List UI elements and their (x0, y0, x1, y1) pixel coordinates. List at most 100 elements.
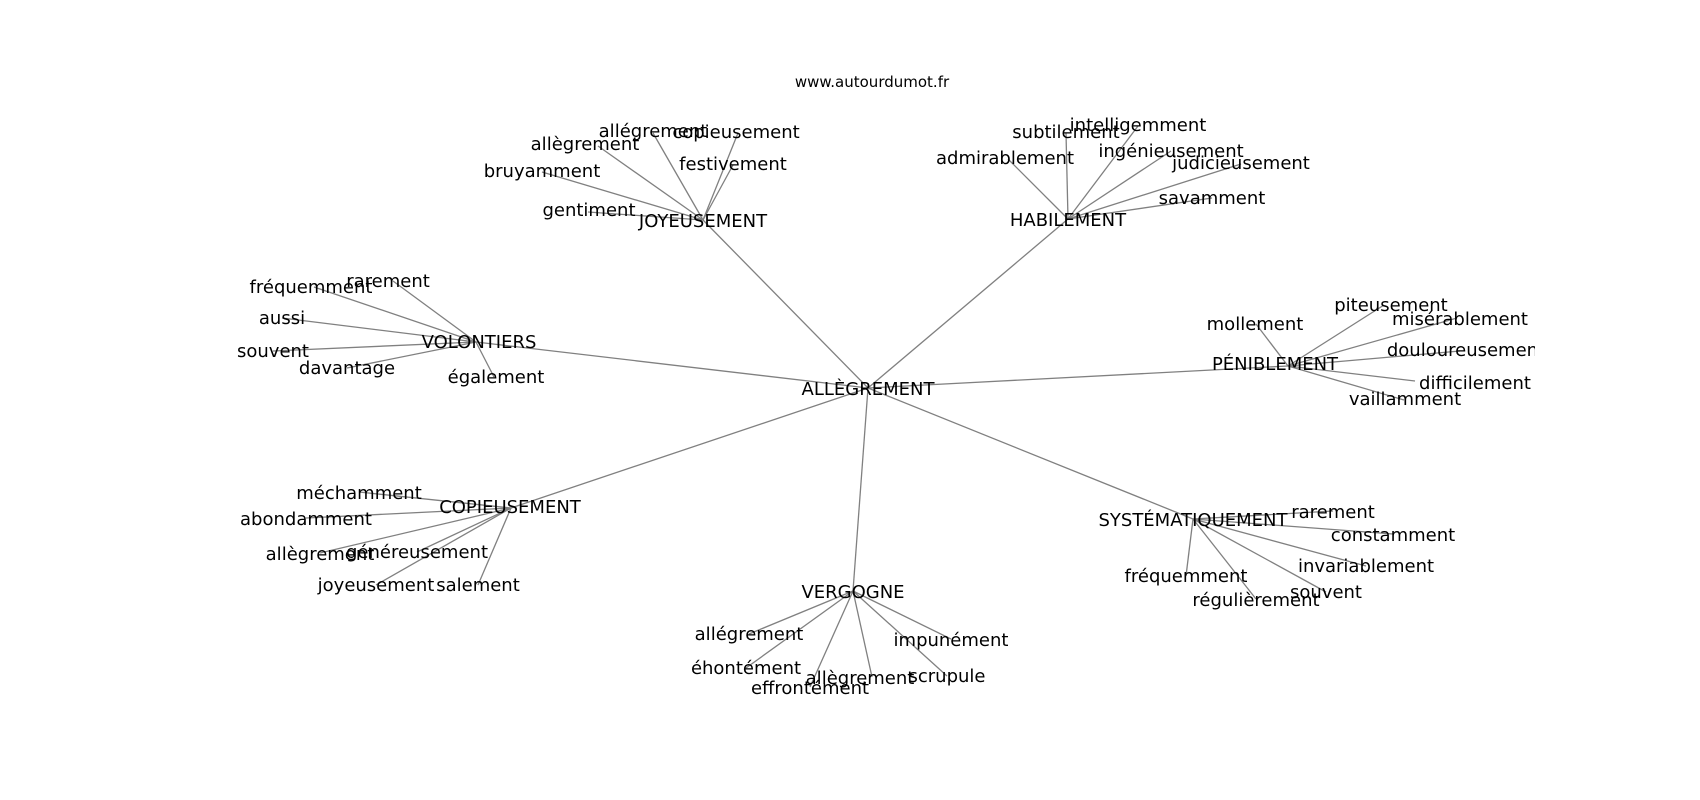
edge-hub-3-leaf-1 (1255, 323, 1289, 367)
leaf-node-label[interactable]: constamment (1331, 525, 1455, 546)
edge-hub-4-leaf-0 (358, 491, 512, 509)
edge-hub-6-leaf-4 (852, 590, 873, 678)
leaf-node-label[interactable]: vaillamment (1349, 389, 1461, 410)
edge-center-hub-2 (475, 341, 869, 389)
edge-hub-4-leaf-2 (319, 507, 512, 554)
hub-node-label[interactable]: VERGOGNE (801, 582, 904, 603)
leaf-node-label[interactable]: allègrement (806, 668, 915, 689)
edge-center-hub-3 (867, 365, 1289, 389)
leaf-node-label[interactable]: allégrement (599, 121, 708, 142)
edge-hub-2-leaf-5 (475, 341, 495, 378)
edge-hub-3-leaf-2 (1287, 317, 1458, 367)
leaf-node-label[interactable]: bruyamment (484, 161, 601, 182)
leaf-node-label[interactable]: impunément (894, 630, 1009, 651)
edge-center-hub-1 (867, 218, 1069, 389)
leaf-node-label[interactable]: fréquemment (250, 277, 373, 298)
leaf-node-label[interactable]: allégrement (695, 624, 804, 645)
leaf-node-label[interactable]: rarement (346, 271, 430, 292)
leaf-node-label[interactable]: piteusement (1334, 295, 1448, 316)
leaf-node-label[interactable]: abondamment (240, 509, 372, 530)
edge-hub-5-leaf-5 (1192, 518, 1257, 600)
edge-hub-0-leaf-3 (702, 164, 734, 221)
leaf-node-label[interactable]: généreusement (346, 542, 488, 563)
leaf-node-label[interactable]: intelligemment (1070, 115, 1207, 136)
hub-node-label[interactable]: PÉNIBLEMENT (1212, 353, 1339, 375)
edge-hub-3-leaf-3 (1287, 350, 1461, 367)
leaf-node-label[interactable]: régulièrement (1192, 590, 1319, 611)
edge-hub-6-leaf-5 (809, 590, 854, 688)
hub-node-label[interactable]: HABILEMENT (1010, 210, 1127, 231)
edge-hub-0-leaf-0 (652, 132, 704, 221)
leaf-node-label[interactable]: douloureusement (1387, 340, 1545, 361)
edge-hub-4-leaf-5 (477, 507, 512, 586)
leaf-node-label[interactable]: méchamment (296, 483, 422, 504)
edge-hub-2-leaf-2 (281, 317, 477, 343)
leaf-node-label[interactable]: gentiment (542, 200, 635, 221)
edge-hub-5-leaf-4 (1192, 518, 1327, 593)
edge-center-hub-4 (510, 387, 869, 509)
edge-hub-0-leaf-2 (597, 145, 704, 221)
edge-hub-2-leaf-3 (272, 341, 477, 352)
edge-hub-4-leaf-4 (375, 507, 512, 586)
leaf-node-label[interactable]: copieusement (672, 122, 799, 143)
edge-hub-6-leaf-3 (852, 590, 948, 677)
leaf-node-label[interactable]: festivement (679, 154, 787, 175)
leaf-node-label[interactable]: souvent (237, 341, 309, 362)
hub-node-label[interactable]: VOLONTIERS (422, 332, 537, 353)
edge-hub-2-leaf-0 (392, 280, 477, 343)
leaf-node-label[interactable]: scrupule (909, 666, 986, 687)
leaf-node-label[interactable]: fréquemment (1125, 566, 1248, 587)
hub-node-label[interactable]: JOYEUSEMENT (638, 211, 768, 232)
hub-node-label[interactable]: SYSTÉMATIQUEMENT (1098, 509, 1288, 531)
edge-hub-0-leaf-4 (541, 171, 704, 221)
edge-hub-2-leaf-1 (313, 286, 477, 343)
edge-center-hub-5 (867, 387, 1194, 520)
edge-hub-1-leaf-1 (1065, 132, 1069, 220)
edge-hub-6-leaf-0 (748, 590, 854, 635)
site-url-label: www.autourdumot.fr (795, 73, 950, 91)
center-node-label[interactable]: ALLÈGREMENT (802, 378, 936, 400)
leaf-node-label[interactable]: mollement (1207, 314, 1304, 335)
leaf-node-label[interactable]: éhontément (691, 658, 801, 679)
leaf-node-label[interactable]: subtilement (1012, 122, 1119, 143)
leaf-node-label[interactable]: effrontément (751, 678, 869, 699)
edge-hub-4-leaf-1 (305, 507, 512, 519)
edge-hub-0-leaf-1 (702, 132, 739, 221)
edge-hub-5-leaf-0 (1192, 510, 1334, 520)
edge-hub-1-leaf-5 (1067, 197, 1213, 220)
edge-hub-3-leaf-5 (1287, 365, 1405, 401)
leaf-node-label[interactable]: salement (436, 575, 520, 596)
leaf-node-label[interactable]: également (448, 367, 545, 388)
leaf-node-label[interactable]: difficilement (1419, 373, 1531, 394)
edge-hub-1-leaf-2 (1067, 150, 1172, 220)
leaf-node-label[interactable]: judicieusement (1171, 153, 1310, 174)
leaf-node-label[interactable]: allègrement (266, 544, 375, 565)
edge-hub-3-leaf-4 (1287, 365, 1416, 382)
leaf-node-label[interactable]: ingénieusement (1098, 141, 1243, 162)
edge-hub-4-leaf-3 (416, 507, 512, 553)
edge-hub-6-leaf-1 (852, 590, 952, 640)
leaf-node-label[interactable]: aussi (259, 308, 305, 329)
edge-hub-0-leaf-5 (587, 211, 704, 221)
leaf-node-label[interactable]: admirablement (936, 148, 1074, 169)
edge-hub-6-leaf-2 (745, 590, 854, 669)
leaf-node-label[interactable]: misérablement (1392, 309, 1528, 330)
edge-hub-5-leaf-1 (1192, 518, 1394, 535)
edge-hub-2-leaf-4 (346, 341, 477, 369)
edge-center-hub-6 (852, 387, 869, 592)
edge-hub-1-leaf-4 (1067, 163, 1242, 220)
leaf-node-label[interactable]: allègrement (531, 134, 640, 155)
hub-node-label[interactable]: COPIEUSEMENT (439, 497, 582, 518)
edge-center-hub-0 (702, 219, 869, 389)
edge-hub-1-leaf-0 (1067, 125, 1139, 220)
leaf-node-label[interactable]: savamment (1159, 188, 1266, 209)
leaf-node-label[interactable]: souvent (1290, 582, 1362, 603)
edges-layer (272, 125, 1461, 688)
labels-layer: allégrementcopieusementallègrementfestiv… (237, 115, 1545, 699)
leaf-node-label[interactable]: joyeusement (317, 575, 435, 596)
edge-hub-5-leaf-3 (1185, 518, 1194, 577)
leaf-node-label[interactable]: invariablement (1298, 556, 1434, 577)
leaf-node-label[interactable]: davantage (299, 358, 395, 379)
leaf-node-label[interactable]: rarement (1291, 502, 1375, 523)
